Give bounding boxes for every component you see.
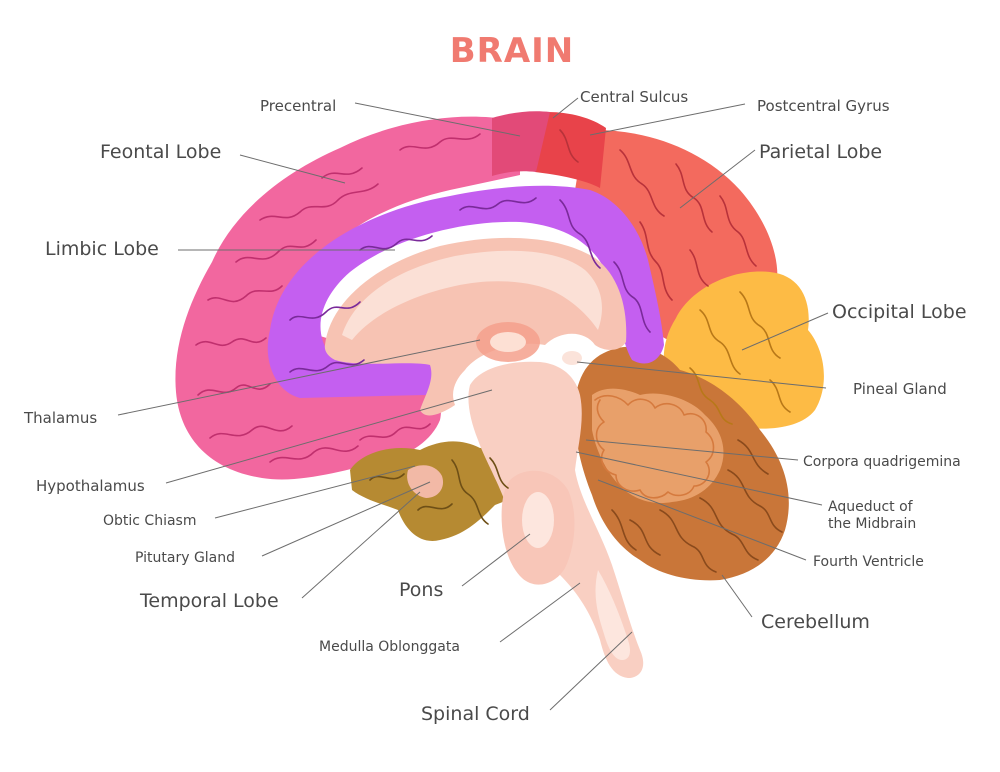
label-corpora-quadrigemina: Corpora quadrigemina xyxy=(803,454,961,470)
label-aqueduct-line1: Aqueduct of xyxy=(828,499,914,515)
limbic-gyri xyxy=(289,197,651,373)
leader-lines xyxy=(117,97,829,711)
diagram-title: BRAIN xyxy=(450,31,575,71)
postcentral-gyrus-shape xyxy=(535,112,606,188)
label-hypothalamus: Hypothalamus xyxy=(36,477,145,495)
label-thalamus: Thalamus xyxy=(23,409,97,427)
cerebellum-folia xyxy=(611,439,783,573)
leader-parietal-lobe xyxy=(679,149,756,209)
leader-aqueduct xyxy=(575,451,823,506)
thalamus-center xyxy=(490,332,526,352)
leader-medulla xyxy=(499,582,581,643)
parietal-gyri xyxy=(559,129,757,301)
leader-optic-chiasm xyxy=(214,465,416,519)
corpus-callosum xyxy=(342,250,602,340)
frontal-gyri xyxy=(195,133,481,463)
pituitary-shape xyxy=(407,465,444,498)
leader-cerebellum xyxy=(721,574,753,618)
leader-precentral xyxy=(354,102,521,137)
precentral-gyrus-shape xyxy=(492,111,550,176)
label-cerebellum: Cerebellum xyxy=(761,611,870,633)
label-optic-chiasm: Obtic Chiasm xyxy=(103,513,196,529)
label-occipital-lobe: Occipital Lobe xyxy=(832,301,967,323)
label-fourth-ventricle: Fourth Ventricle xyxy=(813,554,924,570)
leader-corpora xyxy=(585,439,799,461)
label-pituitary-gland: Pitutary Gland xyxy=(135,550,235,566)
cerebellum-inner xyxy=(592,388,724,504)
label-precentral: Precentral xyxy=(260,97,336,115)
label-postcentral-gyrus: Postcentral Gyrus xyxy=(757,97,890,115)
leader-pineal-gland xyxy=(576,361,827,389)
pineal-gland-shape xyxy=(562,351,582,365)
label-pineal-gland: Pineal Gland xyxy=(853,380,947,398)
temporal-gyri xyxy=(369,457,509,525)
label-parietal-lobe: Parietal Lobe xyxy=(759,141,882,163)
leader-hypothalamus xyxy=(165,389,493,484)
label-spinal-cord: Spinal Cord xyxy=(421,703,530,725)
label-limbic-lobe: Limbic Lobe xyxy=(45,238,159,260)
label-central-sulcus: Central Sulcus xyxy=(580,88,688,106)
leader-central-sulcus xyxy=(552,97,579,119)
leader-temporal-lobe xyxy=(301,491,421,599)
label-frontal-lobe: Feontal Lobe xyxy=(100,141,221,163)
cerebellum-arbor xyxy=(594,394,715,499)
label-pons: Pons xyxy=(399,579,443,601)
pons-highlight xyxy=(522,492,554,548)
leader-fourth-ventricle xyxy=(597,479,807,561)
leader-pituitary xyxy=(261,481,431,557)
label-temporal-lobe: Temporal Lobe xyxy=(139,590,279,612)
leader-postcentral xyxy=(589,103,746,136)
leader-spinal-cord xyxy=(549,631,633,711)
leader-thalamus xyxy=(117,339,481,416)
label-medulla: Medulla Oblonggata xyxy=(319,639,460,655)
leader-frontal-lobe xyxy=(239,154,346,184)
limbic-lobe-shape xyxy=(267,185,664,398)
leader-occipital-lobe xyxy=(741,312,829,351)
spinal-cord-highlight xyxy=(595,570,630,660)
label-aqueduct-line2: the Midbrain xyxy=(828,516,916,532)
leader-pons xyxy=(461,533,531,587)
labels: Precentral Central Sulcus Postcentral Gy… xyxy=(23,88,967,725)
brain-illustration xyxy=(175,111,824,678)
